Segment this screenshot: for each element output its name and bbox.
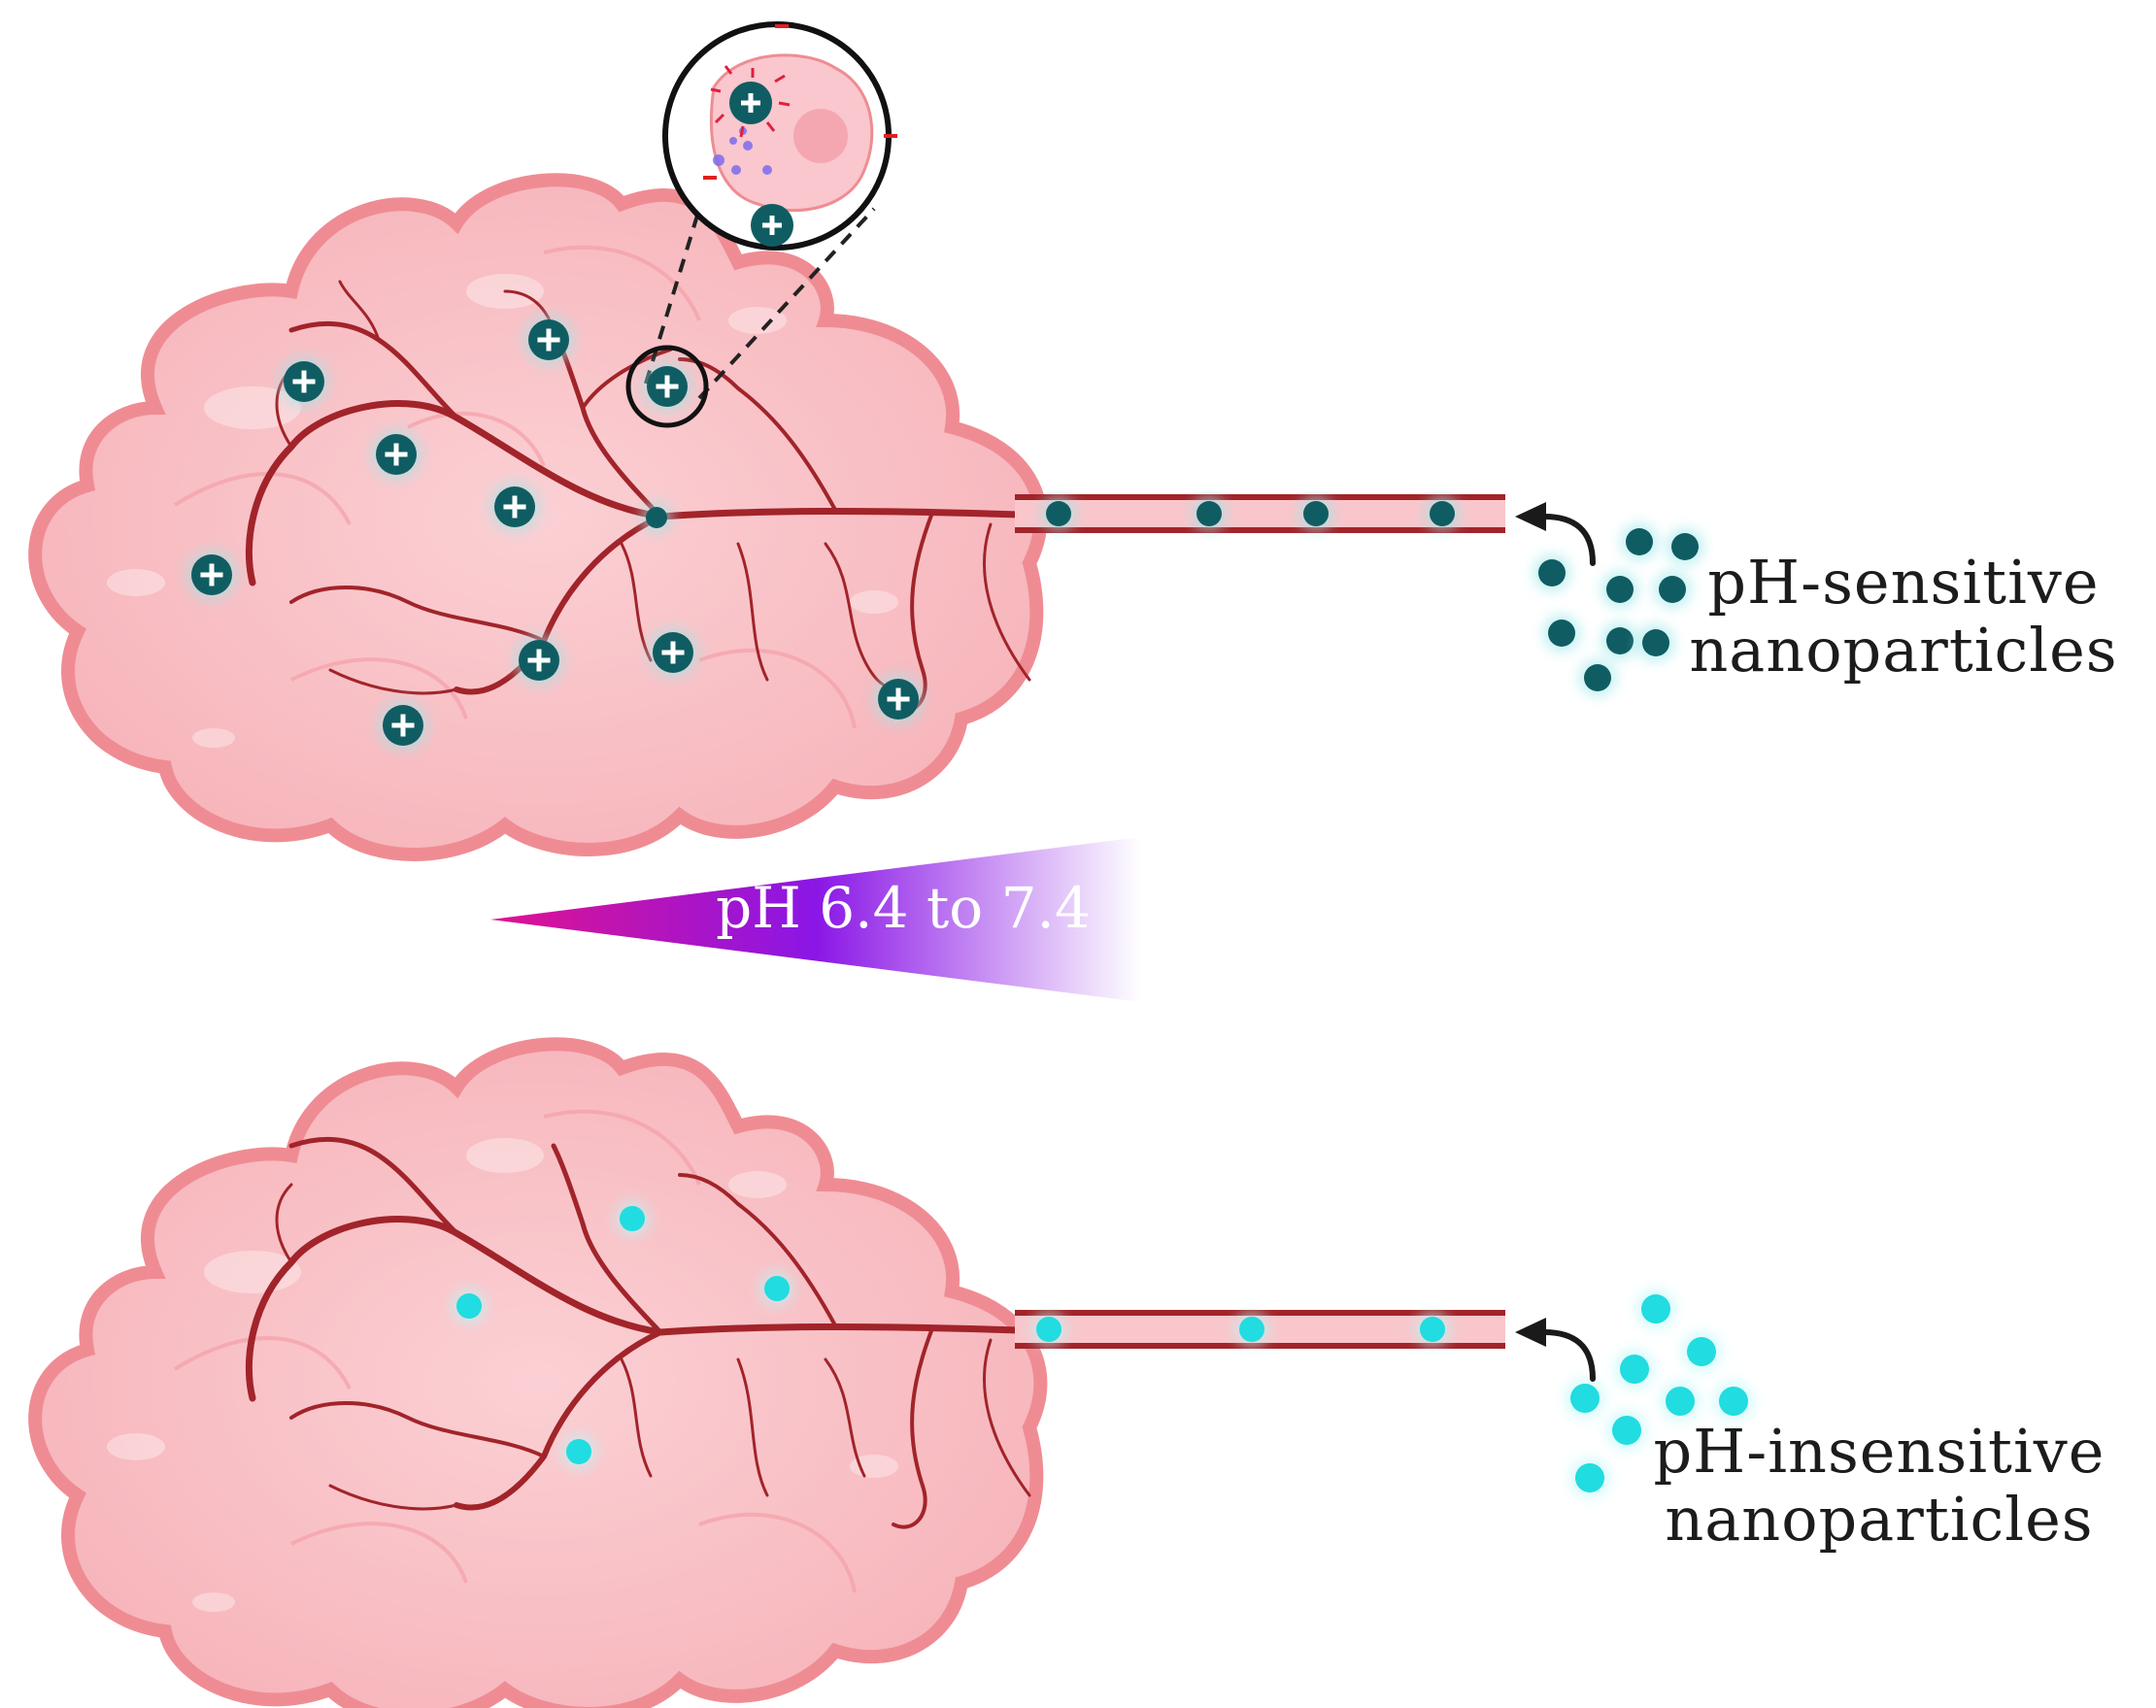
tumor-tissue-bottom	[35, 1044, 1040, 1708]
ph-insensitive-label: pH-insensitive nanoparticles	[1617, 1418, 2141, 1554]
curved-arrow-icon	[1541, 1329, 1596, 1382]
nanoparticle-icon	[1653, 570, 1692, 609]
membrane-binding-spikes	[710, 65, 791, 138]
nanoparticle-icon	[1635, 1289, 1676, 1329]
nanoparticle-icon	[1666, 527, 1704, 566]
positive-charged-nanoparticle-icon	[641, 360, 693, 413]
positive-charged-nanoparticle-icon	[488, 481, 541, 533]
negative-charge-marks	[703, 24, 897, 180]
ph-sensitive-title: pH-sensitive	[1707, 547, 2100, 618]
nanoparticle-icon	[640, 501, 673, 534]
pipe-particles-top	[1040, 495, 1461, 532]
positive-charged-nanoparticle-icon	[872, 673, 925, 725]
curved-arrow-icon	[1541, 514, 1596, 566]
nanoparticle-icon	[1660, 1381, 1701, 1422]
insensitive-nanoparticle-cluster	[1565, 1289, 1754, 1498]
positive-charged-nanoparticle-icon	[751, 204, 793, 247]
nanoparticle-icon	[1614, 1349, 1655, 1390]
nanoparticle-icon	[560, 1433, 597, 1470]
positive-charged-nanoparticle-icon	[513, 634, 565, 687]
positive-charged-nanoparticle-icon	[370, 428, 422, 481]
nanoparticle-icon	[1533, 553, 1571, 592]
nanoparticle-icon	[1414, 1311, 1451, 1348]
nanoparticle-icon	[1606, 1410, 1647, 1451]
tumor-tissue-top	[35, 180, 1040, 854]
nanoparticle-icon	[1600, 621, 1639, 660]
positive-charged-nanoparticle-icon	[522, 314, 575, 366]
ph-insensitive-title: pH-insensitive	[1653, 1416, 2105, 1487]
nanoparticle-icon	[1578, 658, 1617, 697]
zoom-inset	[644, 21, 897, 400]
blood-vessel-pipe-top	[1015, 494, 1505, 533]
ph-sensitive-label: pH-sensitive nanoparticles	[1670, 549, 2137, 685]
particles-bottom	[451, 1200, 795, 1470]
nanoparticle-icon	[1713, 1381, 1754, 1422]
nanoparticle-icon	[1542, 614, 1581, 653]
pipe-particles-bottom	[1030, 1311, 1451, 1348]
nanoparticle-icon	[1620, 522, 1659, 561]
nanoparticle-icon	[1424, 495, 1461, 532]
ph-gradient-wedge	[490, 837, 1141, 1002]
blood-vessel-network-bottom	[245, 1136, 1031, 1529]
nanoparticle-icon	[1191, 495, 1228, 532]
nanoparticle-icon	[1297, 495, 1334, 532]
nanoparticle-icon	[758, 1270, 795, 1307]
charged-particles-top	[185, 314, 925, 752]
positive-charged-nanoparticle-icon	[647, 626, 699, 679]
ph-gradient-label: pH 6.4 to 7.4	[716, 875, 1091, 941]
sensitive-nanoparticle-cluster	[1533, 522, 1704, 697]
cell-icon	[709, 53, 874, 212]
ph-insensitive-subtitle: nanoparticles	[1665, 1484, 2094, 1555]
positive-charged-nanoparticle-icon	[278, 355, 330, 408]
positive-charged-nanoparticle-icon	[729, 82, 772, 124]
nanoparticle-icon	[1040, 495, 1077, 532]
nanoparticle-icon	[451, 1288, 488, 1324]
selection-ring	[625, 345, 709, 428]
positive-charged-nanoparticle-icon	[185, 549, 238, 601]
positive-charged-nanoparticle-icon	[377, 699, 429, 752]
nanoparticle-icon	[1565, 1378, 1605, 1419]
nanoparticle-icon	[614, 1200, 651, 1237]
ph-sensitive-subtitle: nanoparticles	[1689, 615, 2118, 686]
nanoparticle-icon	[1569, 1457, 1610, 1498]
nanoparticle-icon	[1030, 1311, 1067, 1348]
nanoparticle-icon	[1233, 1311, 1270, 1348]
nanoparticle-icon	[1636, 623, 1675, 662]
nanoparticle-icon	[1600, 570, 1639, 609]
nanoparticle-icon	[1681, 1331, 1722, 1372]
